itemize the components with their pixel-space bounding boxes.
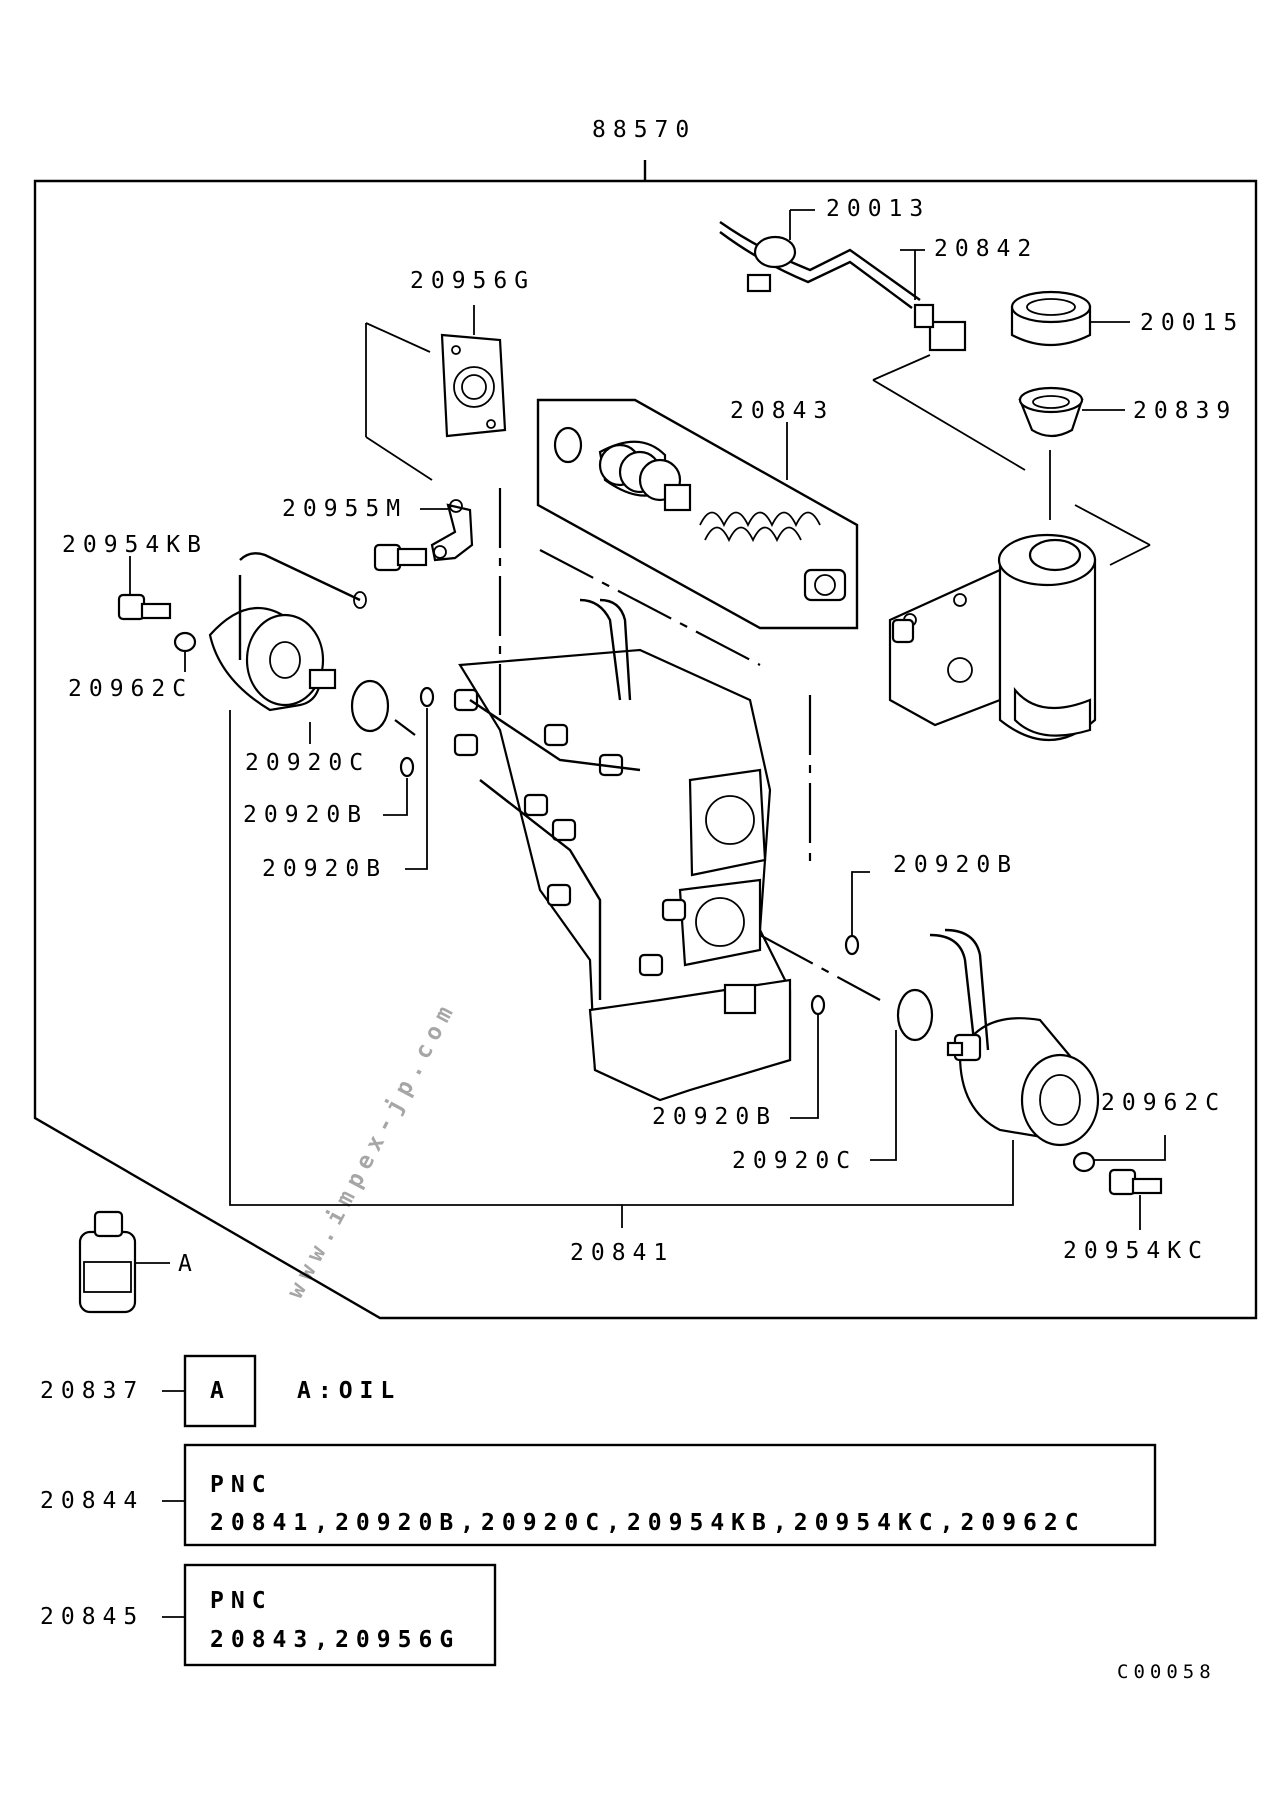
left-valve-part[interactable] bbox=[117, 552, 367, 712]
watermark: www.impex-jp.com bbox=[282, 996, 462, 1303]
o-ring-small-part[interactable] bbox=[844, 934, 860, 956]
oil-marker-label[interactable]: A bbox=[178, 1251, 199, 1277]
callout-20015[interactable]: 20015 bbox=[1140, 310, 1244, 336]
legend-oil-description: A:OIL bbox=[297, 1378, 401, 1404]
callout-20920B-right[interactable]: 20920B bbox=[893, 852, 1018, 878]
callout-20956G[interactable]: 20956G bbox=[410, 268, 535, 294]
o-ring-small-part[interactable] bbox=[399, 756, 415, 778]
callout-20955M[interactable]: 20955M bbox=[282, 496, 407, 522]
gasket-part[interactable] bbox=[365, 322, 507, 481]
harness-part[interactable] bbox=[719, 221, 967, 352]
o-ring-part[interactable] bbox=[350, 679, 390, 733]
callout-20843[interactable]: 20843 bbox=[730, 398, 834, 424]
callout-20839[interactable]: 20839 bbox=[1133, 398, 1237, 424]
callout-20920B-left2[interactable]: 20920B bbox=[262, 856, 387, 882]
legend-code-20845[interactable]: 20845 bbox=[40, 1604, 144, 1630]
seal-kit-part[interactable] bbox=[536, 398, 859, 630]
master-cylinder-part[interactable] bbox=[888, 533, 1097, 741]
bracket-part[interactable] bbox=[373, 499, 474, 572]
legend-oil-box-label: A bbox=[210, 1378, 231, 1404]
hydraulic-unit-part[interactable] bbox=[453, 598, 792, 1102]
assembly-code-label[interactable]: 88570 bbox=[592, 117, 696, 143]
legend-code-20844[interactable]: 20844 bbox=[40, 1488, 144, 1514]
callout-20013[interactable]: 20013 bbox=[826, 196, 930, 222]
o-ring-small-part[interactable] bbox=[419, 686, 435, 708]
legend-kit1-title: PNC bbox=[210, 1472, 273, 1498]
legend-kit1-parts: 20841,20920B,20920C,20954KB,20954KC,2096… bbox=[210, 1510, 1086, 1536]
callout-20920B-bottom[interactable]: 20920B bbox=[652, 1104, 777, 1130]
o-ring-small-part[interactable] bbox=[810, 994, 826, 1016]
callout-20920B-left1[interactable]: 20920B bbox=[243, 802, 368, 828]
callout-20920C-left[interactable]: 20920C bbox=[245, 750, 370, 776]
callout-20841[interactable]: 20841 bbox=[570, 1240, 674, 1266]
oil-bottle-part[interactable] bbox=[78, 1210, 137, 1314]
o-ring-part[interactable] bbox=[896, 988, 934, 1042]
callout-20954KB[interactable]: 20954KB bbox=[62, 532, 208, 558]
reservoir-filter-part[interactable] bbox=[1018, 386, 1084, 438]
legend-code-20837[interactable]: 20837 bbox=[40, 1378, 144, 1404]
assembly-frame bbox=[33, 179, 1258, 1320]
reservoir-cap-part[interactable] bbox=[1010, 290, 1092, 347]
callout-20842[interactable]: 20842 bbox=[934, 236, 1038, 262]
legend-kit2-parts: 20843,20956G bbox=[210, 1627, 460, 1653]
callout-20920C-bottom[interactable]: 20920C bbox=[732, 1148, 857, 1174]
callout-20954KC[interactable]: 20954KC bbox=[1063, 1238, 1209, 1264]
callout-20962C-right[interactable]: 20962C bbox=[1101, 1090, 1226, 1116]
right-valve-part[interactable] bbox=[929, 928, 1163, 1196]
callout-20962C-left[interactable]: 20962C bbox=[68, 676, 193, 702]
figure-code: C00058 bbox=[1117, 1661, 1216, 1683]
legend-kit2-title: PNC bbox=[210, 1588, 273, 1614]
